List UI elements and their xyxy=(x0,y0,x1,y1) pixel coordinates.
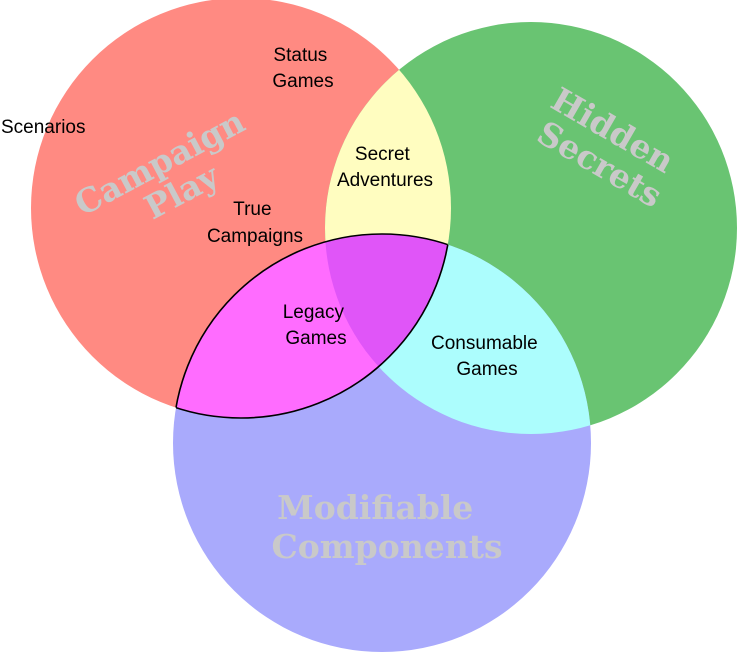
scenarios-label: Scenarios xyxy=(1,117,86,138)
legacy-games-label: Legacy Games xyxy=(283,302,350,349)
status-games-label: Status Games xyxy=(272,45,333,92)
consumable-games-region xyxy=(325,234,591,434)
modifiable-components-label: Modifiable Components xyxy=(271,488,502,566)
legacy-games-region xyxy=(173,234,451,418)
lens-outline-top xyxy=(173,234,452,419)
true-campaigns-label: True Campaigns xyxy=(207,199,303,247)
lens-outline-bottom xyxy=(172,233,451,418)
secret-adventures-label: Secret Adventures xyxy=(337,144,433,191)
consumable-games-label: Consumable Games xyxy=(431,333,543,380)
